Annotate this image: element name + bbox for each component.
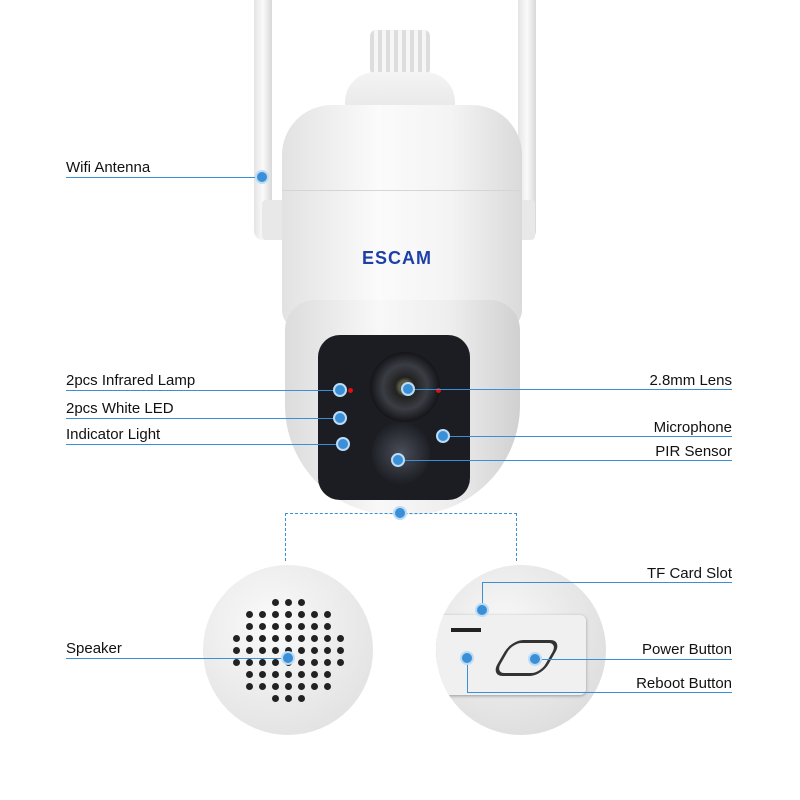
indicator-light-marker xyxy=(336,437,350,451)
speaker-hole xyxy=(311,647,318,654)
speaker-hole xyxy=(324,635,331,642)
speaker-hole xyxy=(285,683,292,690)
speaker-hole xyxy=(298,659,305,666)
speaker-hole xyxy=(246,635,253,642)
infrared-lamp-marker xyxy=(333,383,347,397)
label-indicator-light: Indicator Light xyxy=(66,426,161,443)
speaker-hole xyxy=(298,683,305,690)
speaker-hole xyxy=(337,659,344,666)
speaker-hole xyxy=(298,623,305,630)
label-wifi-antenna: Wifi Antenna xyxy=(66,159,151,176)
speaker-hole xyxy=(272,611,279,618)
speaker-hole xyxy=(272,683,279,690)
speaker-hole xyxy=(337,635,344,642)
speaker-hole xyxy=(259,647,266,654)
speaker-hole xyxy=(298,635,305,642)
speaker-hole xyxy=(311,623,318,630)
reboot-button-marker xyxy=(460,651,474,665)
bottom-marker xyxy=(393,506,407,520)
speaker-hole xyxy=(246,623,253,630)
speaker-hole xyxy=(311,659,318,666)
speaker-hole xyxy=(246,611,253,618)
speaker-hole xyxy=(311,683,318,690)
speaker-hole xyxy=(285,623,292,630)
speaker-hole xyxy=(259,611,266,618)
speaker-hole xyxy=(324,671,331,678)
speaker-hole xyxy=(298,671,305,678)
speaker-hole xyxy=(311,671,318,678)
speaker-hole xyxy=(298,695,305,702)
speaker-hole xyxy=(298,599,305,606)
speaker-hole xyxy=(272,647,279,654)
label-lens: 2.8mm Lens xyxy=(649,372,732,389)
white-led-marker xyxy=(333,411,347,425)
power-button-marker xyxy=(528,652,542,666)
speaker-hole xyxy=(233,659,240,666)
speaker-hole xyxy=(259,671,266,678)
speaker-hole xyxy=(285,695,292,702)
speaker-hole xyxy=(324,611,331,618)
speaker-hole xyxy=(259,635,266,642)
label-pir-sensor: PIR Sensor xyxy=(655,443,732,460)
label-infrared-lamp: 2pcs Infrared Lamp xyxy=(66,372,196,389)
speaker-hole xyxy=(233,635,240,642)
speaker-hole xyxy=(324,659,331,666)
right-antenna xyxy=(518,0,536,240)
speaker-hole xyxy=(246,647,253,654)
speaker-hole xyxy=(272,623,279,630)
speaker-hole xyxy=(246,671,253,678)
tf-card-slot-marker xyxy=(475,603,489,617)
speaker-hole xyxy=(324,683,331,690)
speaker-hole xyxy=(311,611,318,618)
speaker-hole xyxy=(285,611,292,618)
speaker-hole xyxy=(298,611,305,618)
speaker-hole xyxy=(324,623,331,630)
speaker-hole xyxy=(272,671,279,678)
pir-sensor-marker xyxy=(391,453,405,467)
speaker-hole xyxy=(259,623,266,630)
speaker-hole xyxy=(272,599,279,606)
label-tf-card-slot: TF Card Slot xyxy=(646,565,732,582)
wifi-antenna-marker xyxy=(255,170,269,184)
mount-knob xyxy=(370,30,430,75)
label-microphone: Microphone xyxy=(653,419,732,436)
speaker-hole xyxy=(337,647,344,654)
speaker-hole xyxy=(311,635,318,642)
speaker-hole xyxy=(259,659,266,666)
speaker-hole xyxy=(285,671,292,678)
detail-bracket xyxy=(285,513,517,561)
speaker-hole xyxy=(285,635,292,642)
speaker-hole xyxy=(272,635,279,642)
speaker-hole xyxy=(285,599,292,606)
speaker-hole xyxy=(246,683,253,690)
speaker-hole xyxy=(272,659,279,666)
speaker-hole xyxy=(298,647,305,654)
label-power-button: Power Button xyxy=(641,641,732,658)
speaker-hole xyxy=(324,647,331,654)
speaker-detail xyxy=(203,565,373,735)
speaker-marker xyxy=(281,651,295,665)
speaker-hole xyxy=(259,683,266,690)
lens-marker xyxy=(401,382,415,396)
speaker-hole xyxy=(285,647,292,654)
label-white-led: 2pcs White LED xyxy=(66,400,174,417)
microphone-marker xyxy=(436,429,450,443)
label-reboot-button: Reboot Button xyxy=(636,675,732,692)
speaker-hole xyxy=(233,647,240,654)
buttons-detail xyxy=(436,565,606,735)
brand-logo: ESCAM xyxy=(362,248,433,268)
camera-head xyxy=(282,105,522,330)
speaker-hole xyxy=(246,659,253,666)
speaker-hole xyxy=(272,695,279,702)
label-speaker: Speaker xyxy=(66,640,122,657)
